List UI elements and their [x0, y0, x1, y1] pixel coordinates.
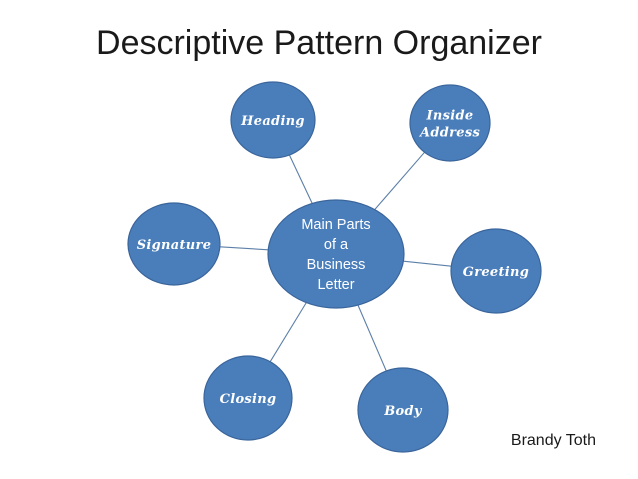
connector-layer [219, 151, 452, 372]
node-body[interactable]: Body [357, 367, 449, 453]
node-shape-greeting [450, 228, 542, 314]
node-label-closing: Closing [220, 392, 277, 407]
connector-center-to-signature [219, 246, 269, 251]
node-shape-heading [230, 81, 316, 159]
node-label-line: Signature [137, 238, 212, 253]
node-label-line: Main Parts [301, 217, 370, 233]
node-label-greeting: Greeting [463, 265, 529, 280]
connector-center-to-inside-address [374, 151, 425, 210]
page-title: Descriptive Pattern Organizer [96, 24, 542, 62]
node-label-heading: Heading [240, 114, 305, 129]
node-label-line: Heading [240, 114, 305, 129]
node-label-line: of a [324, 237, 349, 253]
node-heading[interactable]: Heading [230, 81, 316, 159]
node-closing[interactable]: Closing [203, 355, 293, 441]
node-label-line: Greeting [463, 265, 529, 280]
node-label-body: Body [383, 404, 423, 419]
node-signature[interactable]: Signature [127, 202, 221, 286]
node-shape-body [357, 367, 449, 453]
node-shape-inside-address [409, 84, 491, 162]
connector-center-to-heading [288, 154, 313, 204]
node-label-line: Letter [317, 277, 354, 293]
node-greeting[interactable]: Greeting [450, 228, 542, 314]
connector-center-to-body [357, 304, 387, 372]
node-label-line: Body [383, 404, 423, 419]
node-label-line: Address [418, 126, 481, 141]
node-shape-closing [203, 355, 293, 441]
node-label-signature: Signature [137, 238, 212, 253]
connector-center-to-closing [269, 302, 307, 362]
node-label-line: Inside [426, 109, 474, 124]
node-label-line: Business [307, 257, 366, 273]
author-credit: Brandy Toth [510, 432, 596, 449]
node-shape-center [267, 199, 405, 309]
node-label-line: Closing [220, 392, 277, 407]
node-shape-signature [127, 202, 221, 286]
connector-center-to-greeting [403, 260, 452, 267]
